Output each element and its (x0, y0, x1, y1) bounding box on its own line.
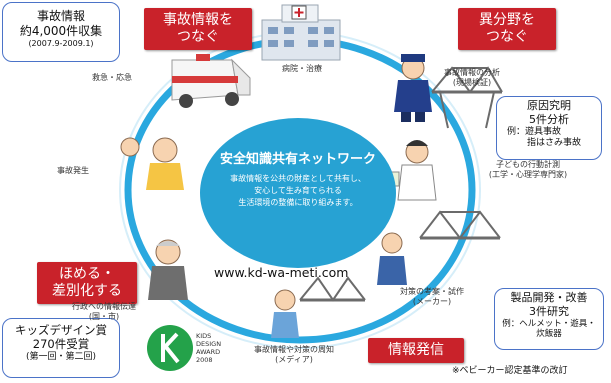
cause-analysis-box: 原因究明 5件分析 例：遊具事故 指はさみ事故 (496, 96, 602, 160)
connect-fields-line-2: つなぐ (486, 29, 528, 45)
praise-differentiate-tag: ほめる・ 差別化する (37, 262, 137, 304)
cause-example-1: 例：遊具事故 (507, 126, 562, 137)
node-analysis: 事故情報の分析 (現場検証) (432, 68, 512, 88)
node-makers-line-1: 対策の考案・試作 (400, 287, 464, 296)
cause-title: 原因究明 (527, 99, 571, 112)
node-analysis-line-2: (現場検証) (452, 78, 492, 87)
node-makers: 対策の考案・試作 (メーカー) (392, 287, 472, 307)
hub-description-line-3: 生活環境の整備に取り組みます。 (238, 198, 358, 207)
incident-info-count: 約4,000件収集 (19, 24, 103, 38)
incident-info-title: 事故情報 (36, 9, 85, 23)
node-media-line-1: 事故情報や対策の周知 (254, 345, 334, 354)
praise-line-2: 差別化する (52, 283, 122, 299)
incident-info-box: 事故情報 約4,000件収集 (2007.9-2009.1) (2, 2, 120, 62)
kids-design-logo-icon (147, 325, 193, 371)
connect-incident-info-line-1: 事故情報を (163, 12, 233, 28)
product-example-2: 炊飯器 (536, 329, 562, 340)
praise-line-1: ほめる・ (59, 266, 115, 282)
dissemination-label: 情報発信 (388, 342, 444, 358)
node-government: 行政への情報伝達 (国・市) (64, 302, 144, 322)
police-officer-icon (394, 54, 432, 122)
website-url: www.kd-wa-meti.com (214, 265, 349, 280)
node-emergency: 救急・応急 (92, 73, 132, 82)
child-icon (120, 137, 184, 190)
elderly-man-icon (148, 239, 188, 300)
node-child-line-2: (工学・心理学専門家) (488, 170, 568, 179)
product-example-1: 例：ヘルメット・遊具・ (502, 318, 596, 329)
award-logo-line-3: AWARD (196, 348, 221, 356)
node-media-line-2: (メディア) (275, 355, 313, 364)
award-title: キッズデザイン賞 (15, 323, 107, 337)
connect-fields-tag: 異分野を つなぐ (458, 8, 556, 50)
award-logo-line-1: KIDS (196, 332, 212, 340)
connect-incident-info-line-2: つなぐ (177, 29, 219, 45)
kids-design-award-box: キッズデザイン賞 270件受賞 (第一回・第二回) (2, 318, 120, 378)
connect-incident-info-tag: 事故情報を つなぐ (144, 8, 252, 50)
incident-info-period: (2007.9-2009.1) (28, 39, 94, 48)
node-child-measurement: 子どもの行動計測 (工学・心理学専門家) (478, 160, 578, 180)
node-media: 事故情報や対策の周知 (メディア) (244, 345, 344, 365)
bridge-icon (431, 66, 503, 129)
award-logo-line-4: 2008 (196, 356, 213, 364)
kids-design-award-text: KIDS DESIGN AWARD 2008 (196, 332, 221, 364)
network-hub: 安全知識共有ネットワーク 事故情報を公共の財産として共有し、 安心して生み育てら… (200, 118, 396, 268)
dissemination-tag: 情報発信 (368, 338, 464, 363)
hub-description-line-2: 安心して生み育てられる (254, 186, 342, 195)
award-editions: (第一回・第二回) (25, 351, 97, 362)
node-hospital: 病院・治療 (282, 64, 322, 73)
node-occurrence: 事故発生 (57, 166, 89, 175)
award-count: 270件受賞 (32, 337, 90, 352)
stroller-standard-footnote: ※ベビーカー認定基準の改訂 (452, 366, 568, 376)
product-title: 製品開発・改善 (510, 291, 588, 304)
cause-example-2: 指はさみ事故 (527, 137, 582, 148)
hub-title: 安全知識共有ネットワーク (219, 152, 376, 167)
connect-fields-line-1: 異分野を (479, 12, 535, 28)
node-government-line-2: (国・市) (88, 312, 120, 321)
ambulance-icon (171, 54, 251, 108)
node-makers-line-2: (メーカー) (412, 297, 452, 306)
product-development-box: 製品開発・改善 3件研究 例：ヘルメット・遊具・ 炊飯器 (494, 288, 604, 350)
cause-count: 5件分析 (529, 112, 569, 126)
product-count: 3件研究 (529, 304, 569, 318)
node-child-line-1: 子どもの行動計測 (496, 160, 560, 169)
hub-description-line-1: 事故情報を公共の財産として共有し、 (230, 174, 366, 183)
node-government-line-1: 行政への情報伝達 (72, 302, 136, 311)
node-analysis-line-1: 事故情報の分析 (444, 68, 500, 77)
scientist-icon (389, 140, 437, 201)
award-logo-line-2: DESIGN (196, 340, 222, 348)
hospital-building-icon (261, 4, 341, 61)
